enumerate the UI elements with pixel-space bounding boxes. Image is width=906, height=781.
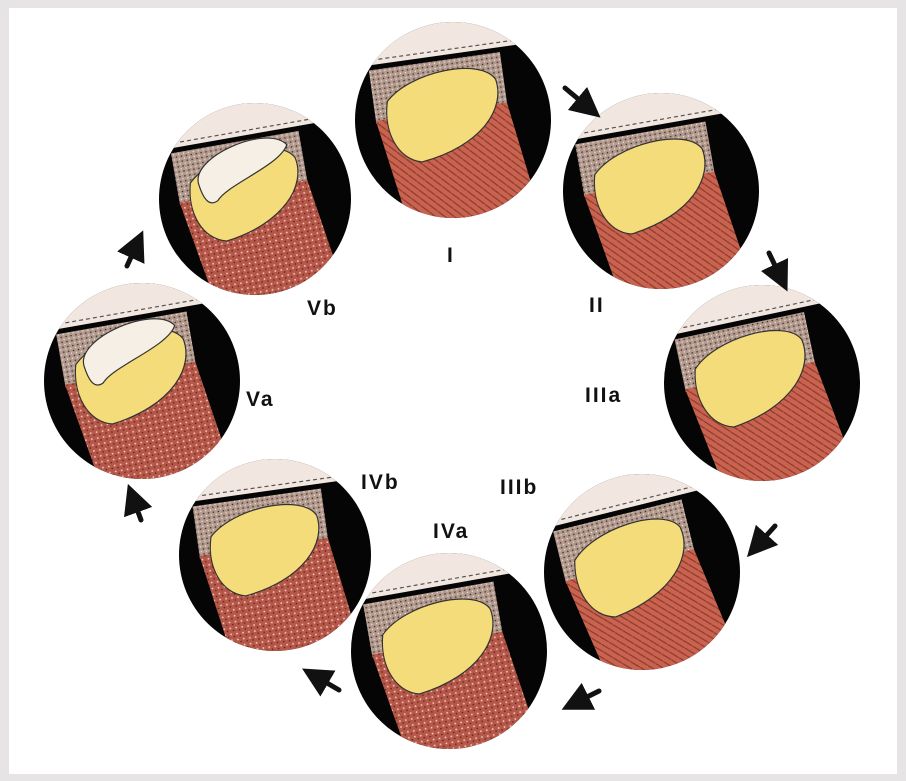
stage-ii-icon (558, 76, 759, 312)
stage-label-vb: Vb (307, 297, 338, 321)
figure-frame: I II IIIa IIIb IVa IVb Va Vb (9, 8, 897, 774)
knee-stage-cycle-diagram (9, 8, 897, 774)
stage-iva-icon (346, 536, 547, 772)
stage-vb-icon (154, 87, 351, 318)
stage-ivb-icon (177, 445, 371, 672)
stage-label-ivb: IVb (361, 471, 400, 495)
stage-label-ii: II (589, 294, 605, 318)
stage-iiib-icon (533, 454, 741, 698)
stage-i-icon (353, 8, 551, 239)
stage-iiia-icon (656, 266, 860, 506)
flow-arrow-1 (565, 88, 589, 108)
stage-va-icon (39, 266, 240, 502)
stage-label-iiia: IIIa (585, 384, 622, 408)
stage-label-iva: IVa (433, 520, 469, 544)
flow-arrow-3 (757, 526, 775, 546)
stage-label-i: I (447, 244, 455, 268)
flow-arrow-2 (769, 253, 781, 278)
flow-arrow-6 (133, 498, 141, 520)
flow-arrow-7 (127, 244, 137, 266)
stage-label-va: Va (246, 388, 275, 412)
stage-label-iiib: IIIb (500, 476, 538, 500)
flow-arrow-4 (575, 691, 599, 703)
flow-arrow-5 (315, 676, 339, 690)
